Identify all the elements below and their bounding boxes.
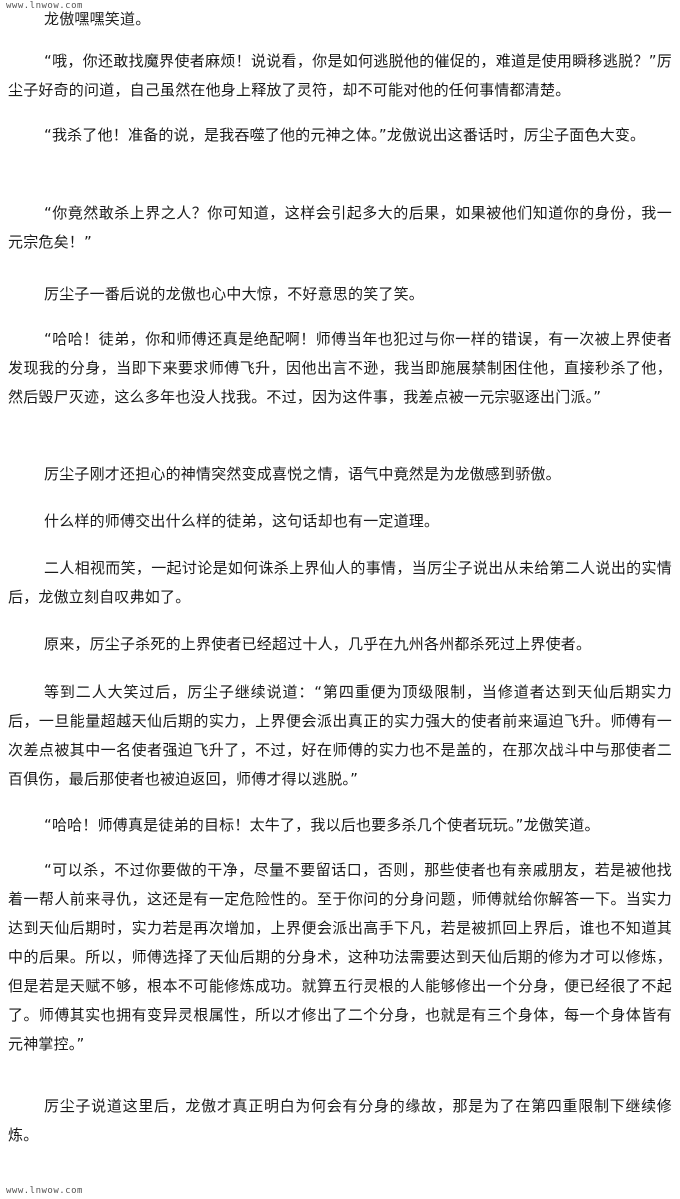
site-watermark-bottom: www.lnwow.com	[6, 1186, 83, 1196]
paragraph: 厉尘子说道这里后，龙傲才真正明白为何会有分身的缘故，那是为了在第四重限制下继续修…	[8, 1097, 672, 1144]
paragraph: “我杀了他！准备的说，是我吞噬了他的元神之体。”龙傲说出这番话时，厉尘子面色大变…	[44, 126, 646, 144]
paragraph: 等到二人大笑过后，厉尘子继续说道：“第四重便为顶级限制，当修道者达到天仙后期实力…	[8, 683, 672, 788]
paragraph: 原来，厉尘子杀死的上界使者已经超过十人，几乎在九州各州都杀死过上界使者。	[44, 635, 592, 653]
paragraph: “哈哈！师傅真是徒弟的目标！太牛了，我以后也要多杀几个使者玩玩。”龙傲笑道。	[44, 816, 600, 834]
paragraph: “哈哈！徒弟，你和师傅还真是绝配啊！师傅当年也犯过与你一样的错误，有一次被上界使…	[8, 330, 672, 406]
paragraph: 二人相视而笑，一起讨论是如何诛杀上界仙人的事情，当厉尘子说出从未给第二人说出的实…	[8, 559, 672, 606]
paragraph: “哦，你还敢找魔界使者麻烦！说说看，你是如何逃脱他的催促的，难道是使用瞬移逃脱？…	[8, 52, 672, 99]
paragraph: 厉尘子刚才还担心的神情突然变成喜悦之情，语气中竟然是为龙傲感到骄傲。	[44, 465, 561, 483]
paragraph: 什么样的师傅交出什么样的徒弟，这句话却也有一定道理。	[44, 512, 440, 530]
site-watermark-top: www.lnwow.com	[6, 1, 83, 11]
paragraph: 龙傲嘿嘿笑道。	[44, 10, 151, 28]
paragraph: “你竟然敢杀上界之人？你可知道，这样会引起多大的后果，如果被他们知道你的身份，我…	[8, 204, 672, 251]
paragraph: 厉尘子一番后说的龙傲也心中大惊，不好意思的笑了笑。	[44, 285, 425, 303]
paragraph: “可以杀，不过你要做的干净，尽量不要留话口，否则，那些使者也有亲戚朋友，若是被他…	[8, 861, 672, 1053]
